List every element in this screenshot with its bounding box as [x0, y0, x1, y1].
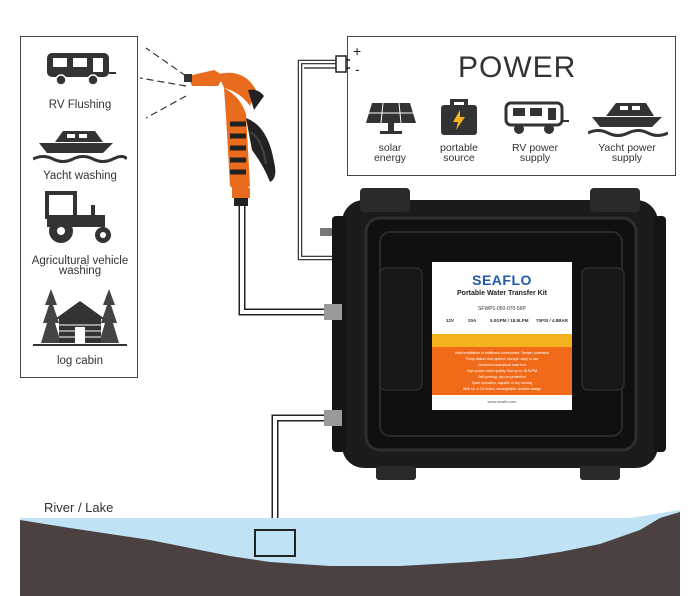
spray-gun-icon	[184, 70, 276, 206]
product-model: SFWP1-050-070-56P	[478, 306, 526, 312]
use-label-rv: RV Flushing	[48, 99, 112, 111]
tractor-icon	[45, 191, 111, 243]
use-label-agri-line2: washing	[58, 265, 102, 277]
power-source-solar-2: energy	[373, 152, 407, 164]
power-source-portable-1: portable	[440, 142, 478, 154]
desc-line: Quiet operation, capable of dry running	[471, 381, 533, 385]
minus-terminal: -	[355, 61, 360, 77]
river-scene	[20, 510, 680, 596]
yacht-icon	[588, 103, 668, 137]
feature-strip	[432, 334, 572, 347]
plus-terminal: +	[353, 43, 362, 59]
spec-pressure: 70PSI / 4.8BAR	[536, 318, 569, 323]
rv-icon	[47, 53, 116, 86]
desc-line: Ideal installation of additional accesso…	[454, 351, 550, 355]
desc-line: Pump station and pipeline storage: easy …	[465, 357, 539, 361]
use-label-yacht: Yacht washing	[43, 170, 117, 182]
power-plug-icon	[335, 55, 350, 73]
power-source-portable-2: source	[443, 152, 475, 164]
use-label-cabin: log cabin	[56, 355, 104, 367]
brand-logo: SEAFLO	[472, 272, 532, 288]
rv-icon	[504, 101, 569, 134]
description-band: Ideal installation of additional accesso…	[432, 347, 572, 395]
power-panel: + - POWER solar energy portable source R…	[347, 36, 676, 176]
river-label: River / Lake	[44, 500, 114, 515]
use-label-agri: Agricultural vehicle	[31, 255, 129, 267]
power-source-rv-2: supply	[519, 152, 551, 164]
website: www.seaflo.com	[487, 399, 517, 404]
power-source-yacht-1: Yacht power	[598, 142, 656, 154]
battery-icon	[441, 99, 477, 135]
desc-line: High power motor quality, flow up to 18.…	[466, 369, 538, 373]
yacht-icon	[33, 131, 127, 163]
power-source-solar-1: solar	[378, 142, 402, 154]
desc-line: Self-priming, dry run protection	[478, 375, 526, 379]
spec-current: 20A	[468, 318, 477, 323]
spec-flow: 5.0GPM / 18.9LPM	[490, 318, 529, 323]
product-label: SEAFLO Portable Water Transfer Kit SFWP1…	[432, 262, 572, 410]
desc-line: Advanced waterproof case box	[477, 363, 527, 367]
desc-line: With UL & CE listed, rechargeable, durab…	[463, 387, 541, 391]
log-cabin-icon	[33, 289, 127, 346]
spec-voltage: 12V	[446, 318, 455, 323]
solar-panel-icon	[366, 102, 416, 134]
product-title: Portable Water Transfer Kit	[457, 290, 547, 297]
power-source-yacht-2: supply	[611, 152, 643, 164]
power-source-rv-1: RV power	[512, 142, 558, 154]
applications-panel: RV Flushing Yacht washing Agricultural v…	[20, 36, 138, 378]
power-title: POWER	[458, 51, 577, 84]
